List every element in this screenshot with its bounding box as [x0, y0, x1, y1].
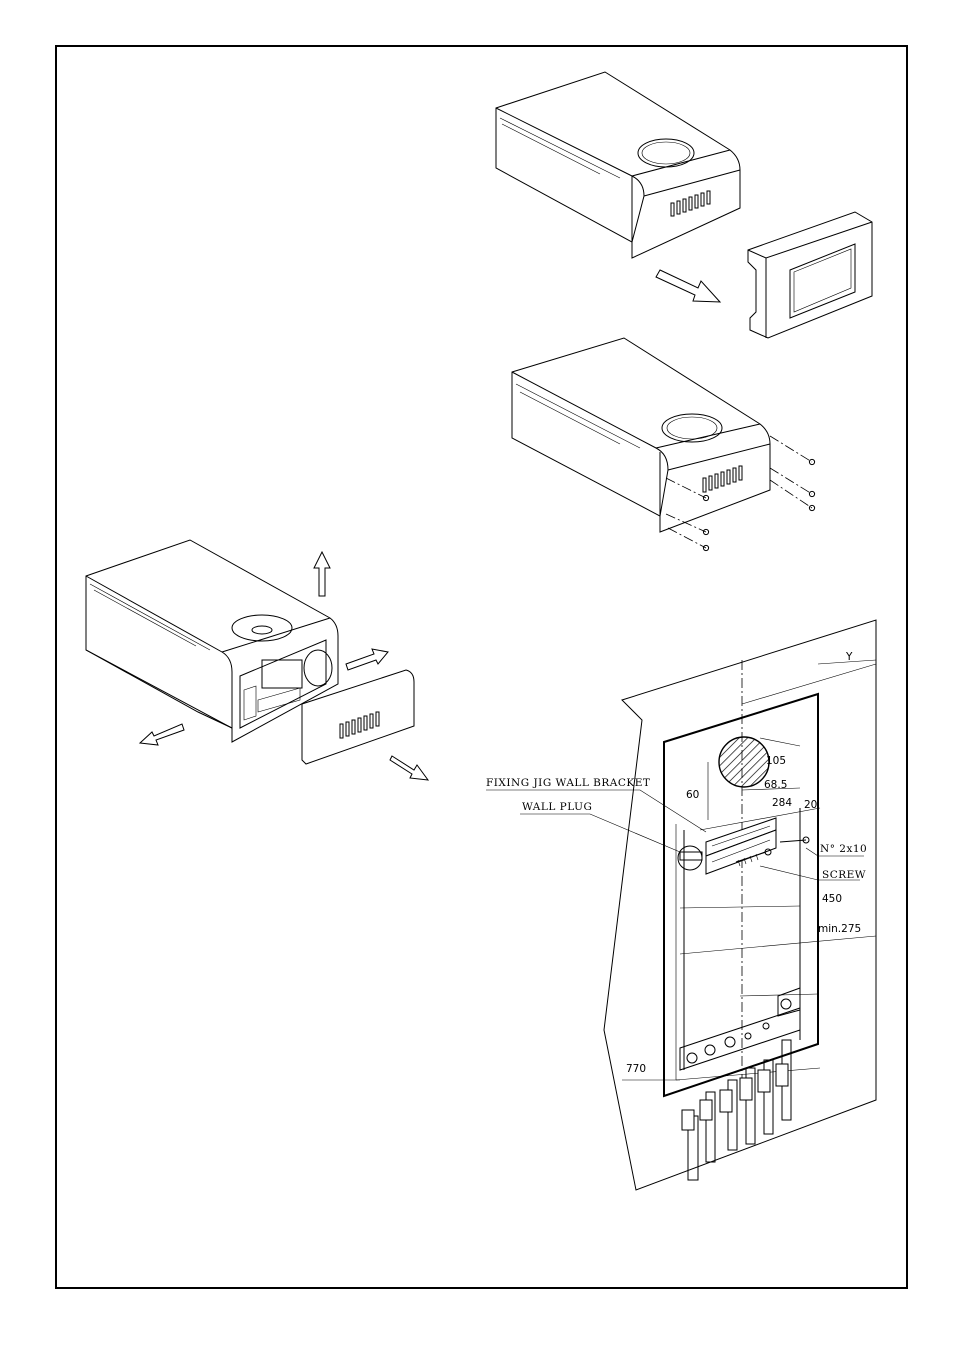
label-screw: SCREW [822, 869, 866, 881]
boiler-casing-middle [511, 337, 816, 552]
flue-opening [637, 138, 695, 168]
wall-template-drawing [486, 619, 877, 1191]
connection-holes [686, 987, 801, 1064]
dim-770: 770 [626, 1063, 646, 1075]
flue-opening [661, 413, 723, 443]
boiler-casing-top [495, 71, 741, 259]
up-arrow [313, 550, 331, 597]
dim-68-5: 68.5 [764, 779, 787, 791]
label-fixing-jig: FIXING JIG WALL BRACKET [486, 777, 650, 789]
dim-284: 284 [772, 797, 792, 809]
boiler-casing-exploded [85, 539, 339, 743]
label-wall-plug: WALL PLUG [522, 801, 592, 813]
screw-icon [735, 836, 810, 867]
left-arrow [138, 723, 185, 746]
flue-hole-icon [718, 736, 770, 788]
label-screw-spec: N° 2x10 [820, 843, 867, 855]
page-border [55, 45, 908, 1289]
screw-icons [702, 458, 816, 552]
vent-slots [702, 465, 743, 493]
wall-bracket [705, 817, 777, 875]
front-cover-panel [747, 211, 873, 339]
right-arrow [345, 648, 389, 671]
dim-min275: min.275 [818, 923, 861, 935]
dim-60: 60 [686, 789, 699, 801]
dim-20: 20 [804, 799, 817, 811]
wall-plug-icon [677, 845, 703, 871]
flue-opening [231, 614, 293, 642]
side-cover-panel [301, 669, 415, 765]
vent-slots [670, 190, 711, 217]
dim-105: 105 [766, 755, 786, 767]
down-right-arrow [389, 755, 430, 781]
vent-slots [339, 711, 380, 739]
dim-y: Y [845, 651, 853, 663]
pipe-connections [681, 1039, 792, 1181]
dim-450: 450 [822, 893, 842, 905]
removal-arrow-1 [655, 269, 722, 303]
